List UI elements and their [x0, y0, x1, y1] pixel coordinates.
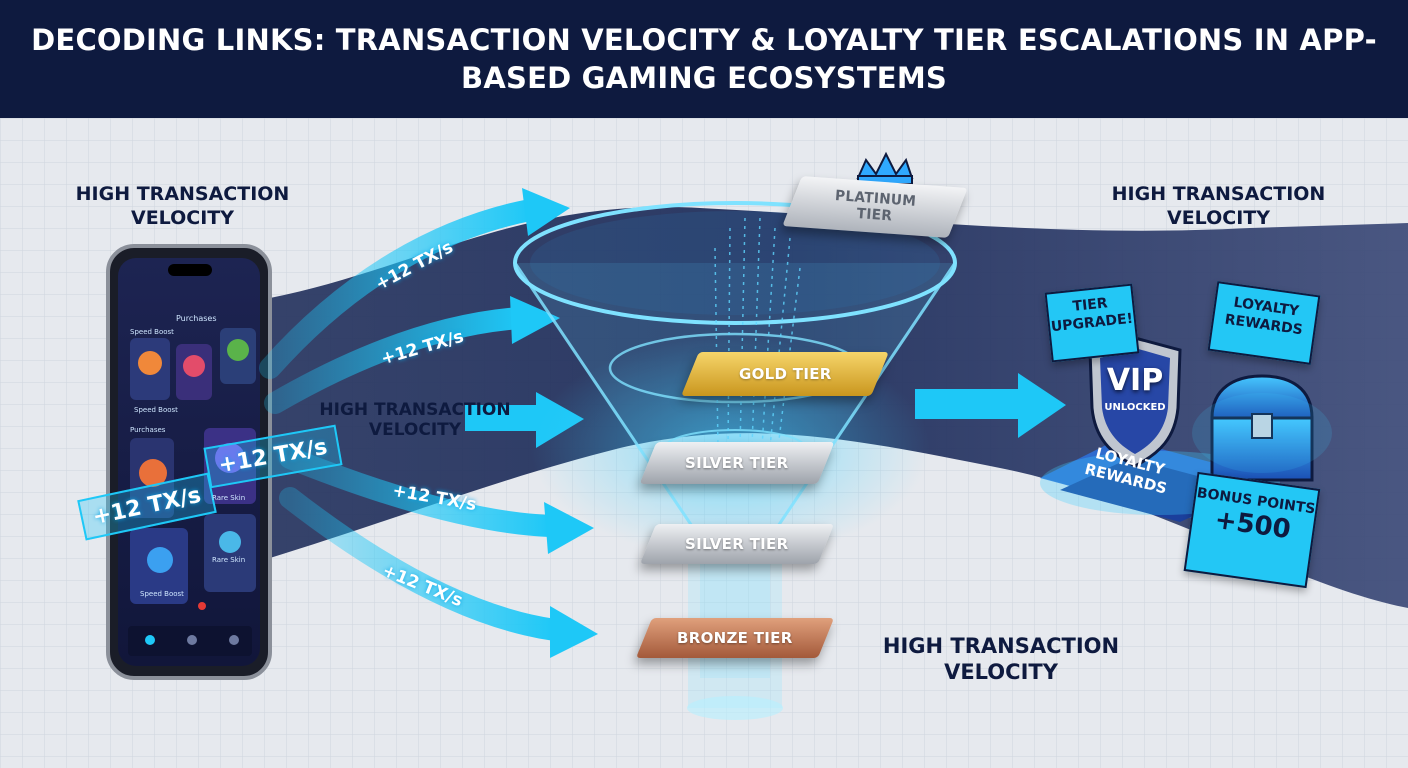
tier-gold: GOLD TIER	[681, 352, 889, 396]
title-banner: DECODING LINKS: TRANSACTION VELOCITY & L…	[0, 0, 1408, 118]
phone-item-4: Rare Skin	[212, 494, 245, 502]
phone-section-1: Speed Boost	[130, 328, 174, 336]
label-bottom: HIGH TRANSACTION VELOCITY	[866, 633, 1136, 685]
tier-bronze: BRONZE TIER	[636, 618, 834, 658]
page-title: DECODING LINKS: TRANSACTION VELOCITY & L…	[0, 21, 1408, 97]
vip-unlocked: UNLOCKED	[1097, 402, 1173, 414]
phone-header: Purchases	[176, 314, 217, 323]
tier-silver-2: SILVER TIER	[640, 524, 834, 564]
diagram-area: HIGH TRANSACTION VELOCITY HIGH TRANSACTI…	[0, 118, 1408, 768]
tier-silver-1: SILVER TIER	[640, 442, 835, 484]
label-right: HIGH TRANSACTION VELOCITY	[1096, 182, 1341, 230]
badge-bonus-points: BONUS POINTS +500	[1184, 472, 1321, 588]
label-left: HIGH TRANSACTION VELOCITY	[60, 182, 305, 230]
phone-item-1: Speed Boost	[134, 406, 178, 414]
label-middle: HIGH TRANSACTION VELOCITY	[310, 400, 520, 440]
badge-loyalty-rewards-top: LOYALTY REWARDS	[1208, 281, 1321, 365]
badge-tier-upgrade: TIER UPGRADE!	[1045, 284, 1140, 363]
vip-title: VIP	[1102, 366, 1168, 396]
phone-item-3: Speed Boost	[140, 590, 184, 598]
phone-item-2: Rare Skin	[212, 556, 245, 564]
phone-section-2: Purchases	[130, 426, 165, 434]
